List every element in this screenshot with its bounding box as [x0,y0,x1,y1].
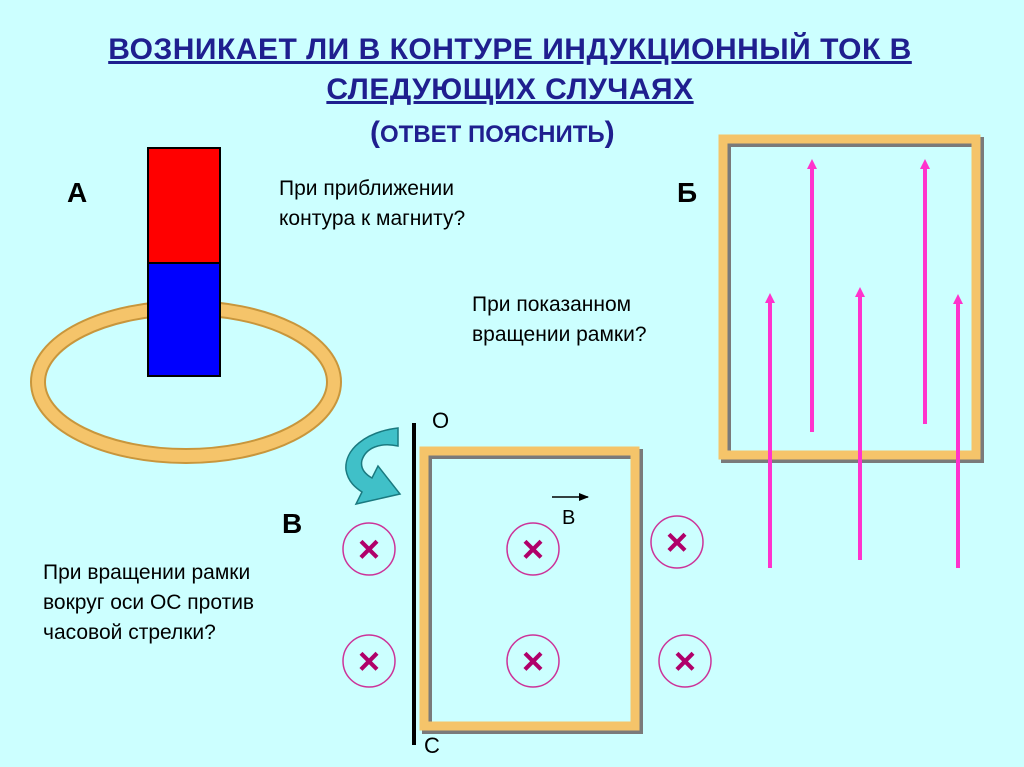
subtitle-close-paren: ) [604,116,615,149]
cross-mark: × [522,641,544,683]
axis-label-o: О [432,408,450,433]
cross-mark: × [666,522,688,564]
magnet [147,147,221,377]
cross-circle [342,634,396,688]
cross-mark: × [358,529,380,571]
field-crosses [342,515,712,688]
case-b-question-line: вращении рамки? [472,323,647,346]
field-lines [765,159,963,568]
case-v-question-line: вокруг оси ОС против [43,591,255,614]
subtitle-text: ОТВЕТ ПОЯСНИТЬ [380,121,605,148]
case-a-letter: А [67,177,88,208]
rotation-arrow-icon [345,427,402,506]
case-v-question-line: часовой стрелки? [43,621,216,644]
cross-mark: × [522,529,544,571]
cross-mark: × [674,641,696,683]
case-a-question-line: При приближении [279,177,454,200]
cross-mark: × [358,641,380,683]
title-line-1: ВОЗНИКАЕТ ЛИ В КОНТУРЕ ИНДУКЦИОННЫЙ ТОК … [108,33,912,66]
case-v-question: При вращении рамки вокруг оси ОС против … [43,558,254,648]
cross-circle [658,634,712,688]
cross-circle [506,634,560,688]
case-v-question-line: При вращении рамки [43,561,251,584]
magnet-south-pole [147,262,221,377]
case-b-frame [718,134,984,463]
case-v-frame [419,446,643,734]
case-a-question-line: контура к магниту? [279,207,466,230]
case-a-question: При приближении контура к магниту? [279,174,465,234]
case-b-question: При показанном вращении рамки? [472,290,647,350]
title-line-2: СЛЕДУЮЩИХ СЛУЧАЯХ [326,73,694,106]
axis-label-c: С [424,733,440,758]
magnet-north-pole [147,147,221,264]
case-b-letter: Б [677,177,698,208]
cross-circle [650,515,704,569]
cross-circle [506,522,560,576]
subtitle-open-paren: ( [370,116,380,149]
case-b-question-line: При показанном [472,293,632,316]
case-v-letter: В [282,508,303,539]
field-label-b: В [562,507,576,529]
cross-circle [342,522,396,576]
subtitle: (ОТВЕТ ПОЯСНИТЬ) [370,116,615,150]
